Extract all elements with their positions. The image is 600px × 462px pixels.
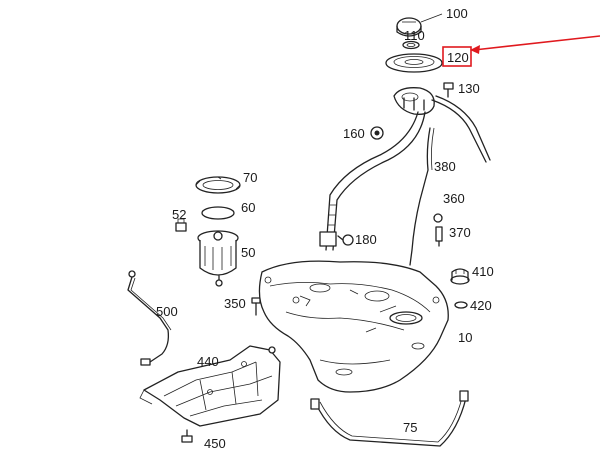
heat-shield-440-part xyxy=(139,345,281,427)
callout-360: 360 xyxy=(443,191,465,206)
callout-100: 100 xyxy=(446,6,468,21)
callout-380: 380 xyxy=(434,159,456,174)
callout-75: 75 xyxy=(403,420,417,435)
seal-420-part xyxy=(454,301,468,309)
valve-410-part xyxy=(450,268,470,285)
callout-130: 130 xyxy=(458,81,480,96)
lock-ring-70-part xyxy=(195,176,241,194)
filler-neck-assembly xyxy=(319,87,491,266)
bolt-130-part xyxy=(443,82,454,98)
clip-180-part xyxy=(337,234,354,246)
callout-370: 370 xyxy=(449,225,471,240)
seal-ring-part xyxy=(402,40,420,50)
highlight-box xyxy=(442,46,472,67)
callout-50: 50 xyxy=(241,245,255,260)
callout-180: 180 xyxy=(355,232,377,247)
fuel-pump-50-part xyxy=(197,230,239,287)
callout-60: 60 xyxy=(241,200,255,215)
filler-flange-part xyxy=(385,53,443,73)
callout-350: 350 xyxy=(224,296,246,311)
callout-70: 70 xyxy=(243,170,257,185)
callout-420: 420 xyxy=(470,298,492,313)
callout-440: 440 xyxy=(197,354,219,369)
callout-110: 110 xyxy=(404,28,425,43)
callout-500: 500 xyxy=(156,304,178,319)
connector-52-part xyxy=(175,218,187,232)
callout-450: 450 xyxy=(204,436,226,451)
fuel-tank-part xyxy=(258,260,449,393)
fuel-line-500-part xyxy=(127,270,172,366)
nut-450-part xyxy=(181,429,193,443)
grommet-160-part xyxy=(370,126,384,140)
callout-410: 410 xyxy=(472,264,494,279)
tank-strap-75-part xyxy=(310,390,469,447)
fuel-cap-part xyxy=(396,13,443,37)
seal-60-part xyxy=(201,206,235,220)
highlight-annotation xyxy=(442,35,600,67)
callout-52: 52 xyxy=(172,207,186,222)
callout-120: 120 xyxy=(447,50,469,65)
callout-160: 160 xyxy=(343,126,365,141)
callout-10: 10 xyxy=(458,330,472,345)
red-arrowhead-icon xyxy=(470,45,480,54)
bolt-350-part xyxy=(251,297,261,316)
red-arrow xyxy=(473,35,600,51)
